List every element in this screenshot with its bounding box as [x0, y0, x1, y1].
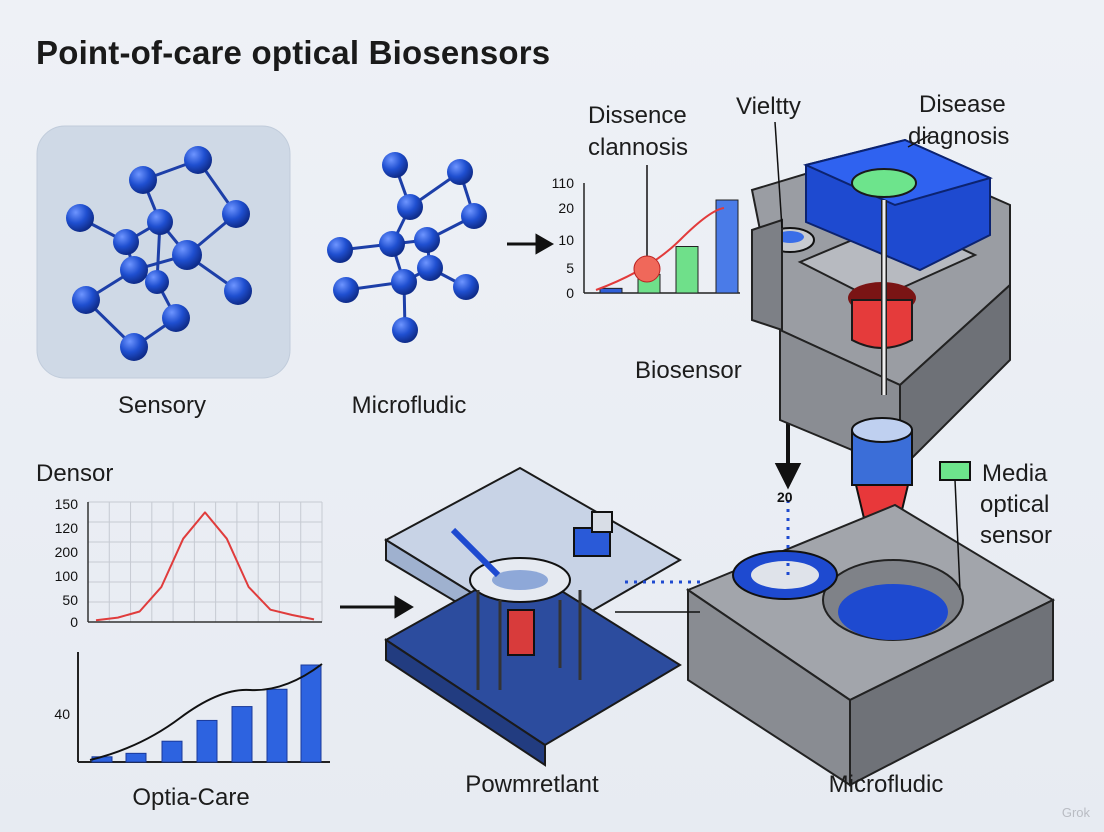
- annotation-3-line1: Disease: [919, 91, 1006, 118]
- chart1-highlight-point: [633, 255, 661, 283]
- chart1-trend-line: [595, 207, 725, 291]
- chart2-tick-label: 100: [55, 568, 79, 584]
- chart2-tick-label: 50: [62, 592, 78, 608]
- chart1-tick-label: 5: [566, 260, 574, 276]
- arrow-right-icon: [340, 595, 414, 619]
- chart3-trend-line: [89, 663, 323, 761]
- media-sensor-line1: Media: [982, 460, 1048, 487]
- microfludic-molecule-label: Microfludic: [351, 392, 467, 419]
- chart2-tick-label: 200: [55, 544, 79, 560]
- microfludic-device-illustration: [685, 500, 1056, 787]
- chart3-bar: [196, 719, 218, 763]
- chart3-bar: [266, 688, 288, 763]
- biosensor-label: Biosensor: [635, 357, 742, 384]
- chart3-bar: [125, 752, 147, 763]
- microfludic-device-label: Microfludic: [828, 771, 944, 798]
- chart1-tick-label: 10: [558, 232, 574, 248]
- sensory-atoms: [66, 146, 252, 361]
- optia-care-label: Optia-Care: [132, 784, 250, 811]
- arrow-number: 20: [777, 489, 793, 505]
- annotation-3-line2: diagnosis: [908, 123, 1010, 150]
- arrow-right-icon: [507, 233, 555, 255]
- powmretlant-label: Powmretlant: [465, 771, 599, 798]
- chart3-bar: [231, 706, 253, 763]
- media-sensor-line2: optical: [980, 491, 1050, 518]
- chart1-bar: [599, 287, 623, 294]
- chart3-bar: [161, 740, 183, 763]
- chart2-series-line: [95, 511, 315, 622]
- chart3-tick-label: 40: [54, 706, 70, 722]
- chart2-tick-label: 120: [55, 520, 79, 536]
- page-title: Point-of-care optical Biosensors: [36, 34, 551, 71]
- chart1-bar: [675, 246, 699, 294]
- chart2-tick-label: 0: [70, 614, 78, 630]
- powmretlant-device-illustration: [383, 466, 700, 767]
- chart1-tick-label: 20: [558, 200, 574, 216]
- chart2-tick-label: 150: [55, 496, 79, 512]
- watermark: Grok: [1061, 805, 1090, 820]
- annotation-2: Vieltty: [736, 93, 801, 120]
- chart1-bar: [715, 199, 739, 294]
- sensory-label: Sensory: [117, 392, 207, 419]
- chart1-tick-label: 0: [566, 285, 574, 301]
- annotation-1-line1: Dissence: [588, 102, 687, 129]
- chart3-bar: [300, 664, 322, 763]
- annotation-1-line2: clannosis: [588, 134, 689, 161]
- media-sensor-line3: sensor: [980, 522, 1053, 549]
- chart1-tick-label: 110: [552, 175, 575, 191]
- densor-label: Densor: [36, 460, 114, 487]
- microfludic-atoms: [327, 152, 487, 343]
